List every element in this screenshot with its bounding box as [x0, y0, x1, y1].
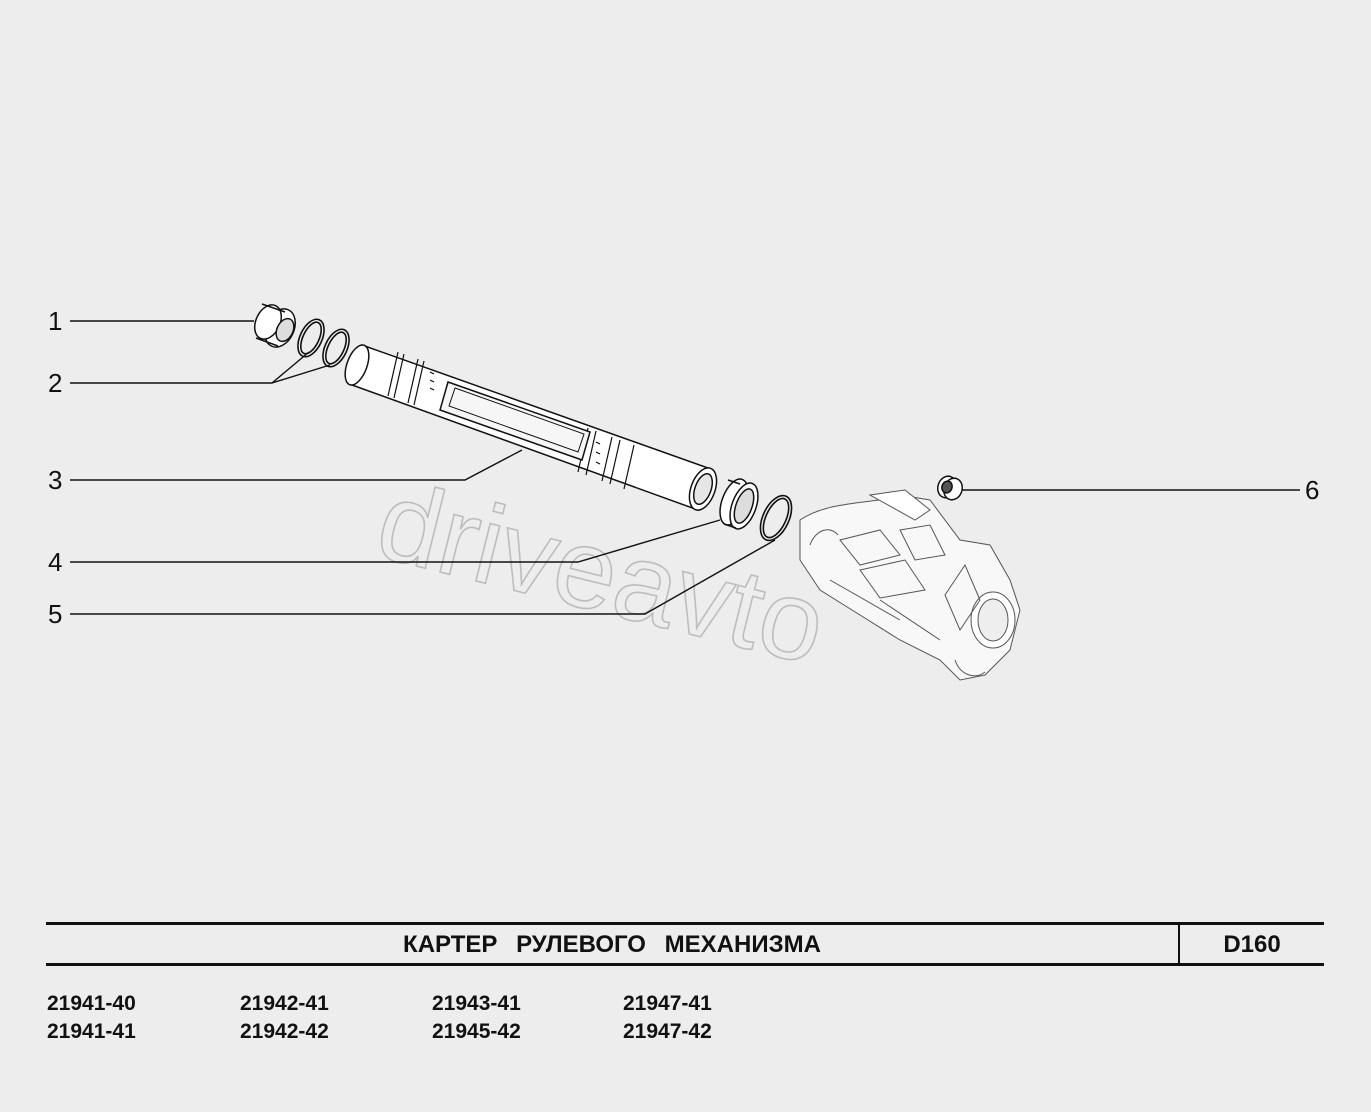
page-title: КАРТЕР РУЛЕВОГО МЕХАНИЗМА — [403, 931, 821, 958]
callout-number-4: 4 — [48, 547, 63, 577]
steering-gear-housing — [799, 489, 1021, 681]
leader-line-2 — [70, 351, 310, 384]
title-divider — [1178, 925, 1180, 963]
model-column: 21947-41 21947-42 — [623, 990, 803, 1046]
callout-number-5: 5 — [48, 599, 63, 629]
part-3-rack-housing-tube — [344, 344, 718, 511]
model-number: 21941-40 — [47, 992, 136, 1015]
callout-number-2: 2 — [48, 368, 63, 398]
leader-line-2b — [271, 364, 331, 384]
part-4-bushing — [719, 478, 759, 530]
title-bar: КАРТЕР РУЛЕВОГО МЕХАНИЗМА D160 — [46, 922, 1324, 966]
part-5-o-ring — [759, 494, 793, 542]
part-6-bearing — [936, 475, 964, 501]
leader-line-4 — [70, 519, 721, 563]
model-column: 21942-41 21942-42 — [240, 990, 420, 1046]
model-number: 21947-42 — [623, 1020, 712, 1043]
model-number: 21942-41 — [240, 992, 329, 1015]
model-column: 21943-41 21945-42 — [432, 990, 612, 1046]
model-column: 21941-40 21941-41 — [47, 990, 227, 1046]
watermark-text: driveavto — [366, 457, 837, 688]
model-number: 21945-42 — [432, 1020, 521, 1043]
callout-number-3: 3 — [48, 465, 63, 495]
part-2-o-rings — [297, 318, 350, 368]
leader-line-5 — [70, 539, 776, 615]
model-number: 21942-42 — [240, 1020, 329, 1043]
leader-line-3 — [70, 449, 523, 481]
leader-lines — [70, 320, 1300, 615]
model-number: 21947-41 — [623, 992, 712, 1015]
part-1-adjusting-nut — [253, 303, 296, 348]
callout-number-1: 1 — [48, 306, 63, 336]
model-number: 21941-41 — [47, 1020, 136, 1043]
model-number: 21943-41 — [432, 992, 521, 1015]
callout-number-6: 6 — [1305, 475, 1320, 505]
diagram-code: D160 — [1223, 931, 1281, 958]
